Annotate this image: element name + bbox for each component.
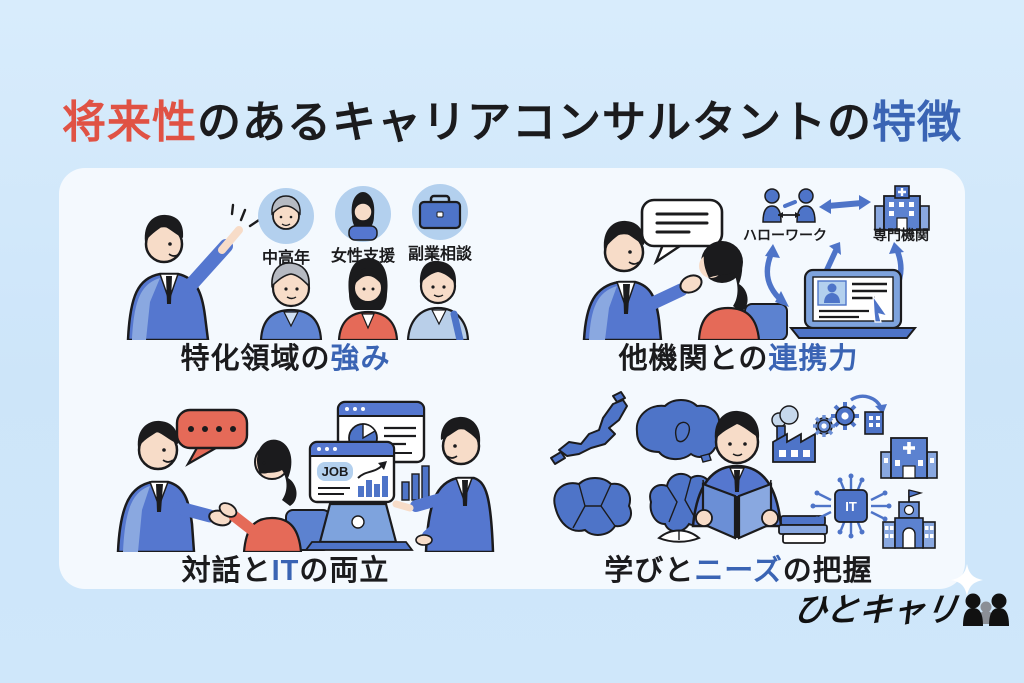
it-man-figure	[392, 416, 494, 552]
sparkle-lines-icon	[230, 203, 260, 228]
mini-bar-chart-icon	[400, 465, 430, 501]
quadrant-learning-needs: IT 学びとニーズの把握	[512, 376, 965, 589]
quadrant-dialogue-it: JOB	[59, 376, 512, 589]
sparkle-icon	[951, 564, 983, 596]
hospital-icon-2	[879, 437, 938, 479]
specialization-illustration: 中高年 女性支援 副業相談	[126, 184, 472, 340]
brand-logo: ひとキャリ	[791, 590, 1010, 628]
woman-face-icon	[334, 186, 391, 242]
open-book-icon	[694, 482, 779, 540]
node-label-specialist-org: 専門機関	[873, 227, 929, 243]
factory-icon	[770, 405, 835, 463]
collaboration-illustration: ハローワーク 専門機関	[582, 185, 930, 340]
caption-text: 他機関との	[618, 343, 769, 375]
hospital-icon	[873, 185, 930, 231]
referral-people-icon	[761, 188, 816, 223]
people-pair-icon	[963, 593, 1009, 626]
title-highlight-red: 将来性	[62, 98, 197, 147]
logo-text: ひとキャリ	[791, 591, 961, 628]
horizontal-double-arrow-icon	[818, 195, 871, 214]
caption-specialization: 特化領域の強み	[180, 342, 390, 376]
school-icon	[881, 489, 936, 549]
it-chip-label: IT	[845, 499, 857, 514]
caption-text: 特化領域の	[180, 343, 331, 375]
title-highlight-blue: 特徴	[872, 98, 962, 147]
badge-label-woman-support: 女性支援	[330, 246, 395, 265]
caption-accent-text: 強み	[330, 343, 391, 375]
laptop-profile-icon	[788, 268, 917, 339]
continent-map-icon	[635, 399, 725, 463]
quadrant-specialization: 中高年 女性支援 副業相談	[59, 168, 512, 376]
industry-gears-icon	[830, 394, 887, 435]
quadrant-collaboration: ハローワーク 専門機関	[512, 168, 965, 376]
title-middle: のあるキャリアコンサルタントの	[197, 98, 872, 147]
consultant-pointing-figure	[126, 203, 260, 340]
it-chip-icon: IT	[810, 473, 891, 539]
content-card: 中高年 女性支援 副業相談	[59, 168, 965, 589]
caption-learning-needs: 学びとニーズの把握	[604, 554, 873, 588]
caption-dialogue-it: 対話とITの両立	[182, 554, 390, 588]
job-chart-window-icon: JOB	[308, 440, 395, 504]
consultant-talking-figure	[582, 220, 703, 340]
page-title: 将来性のあるキャリアコンサルタントの特徴	[0, 86, 1024, 150]
speech-bubble-icon	[640, 198, 723, 266]
young-man-client-figure	[406, 260, 469, 340]
woman-client-figure	[337, 258, 398, 340]
caption-text: の両立	[299, 555, 390, 587]
job-label: JOB	[321, 464, 348, 479]
dots-speech-bubble-icon	[175, 408, 248, 467]
book-stack-icon	[777, 515, 828, 544]
caption-text: 対話と	[181, 555, 272, 587]
dialogue-it-illustration: JOB	[116, 400, 494, 552]
desk-book-icon	[656, 529, 701, 543]
briefcase-icon	[411, 184, 468, 240]
japan-map-icon	[549, 391, 628, 465]
elderly-client-figure	[259, 262, 322, 340]
dialogue-woman-figure	[218, 439, 331, 552]
client-woman-figure	[697, 241, 788, 340]
caption-accent-text: 連携力	[768, 343, 859, 375]
gear-icon	[812, 415, 835, 437]
caption-text: 学びと	[604, 555, 695, 587]
caption-collaboration: 他機関との連携力	[619, 342, 859, 376]
learning-needs-illustration: IT	[549, 391, 938, 549]
laptop-icon	[303, 502, 414, 551]
badge-label-senior: 中高年	[261, 248, 309, 267]
node-label-hellowork: ハローワーク	[743, 227, 827, 243]
caption-text: の把握	[782, 555, 873, 587]
region-map-icon	[552, 477, 632, 536]
badge-label-side-job: 副業相談	[407, 244, 472, 263]
senior-face-icon	[257, 188, 314, 244]
caption-accent-text: ニーズ	[694, 555, 783, 587]
caption-accent-text: IT	[271, 555, 300, 587]
